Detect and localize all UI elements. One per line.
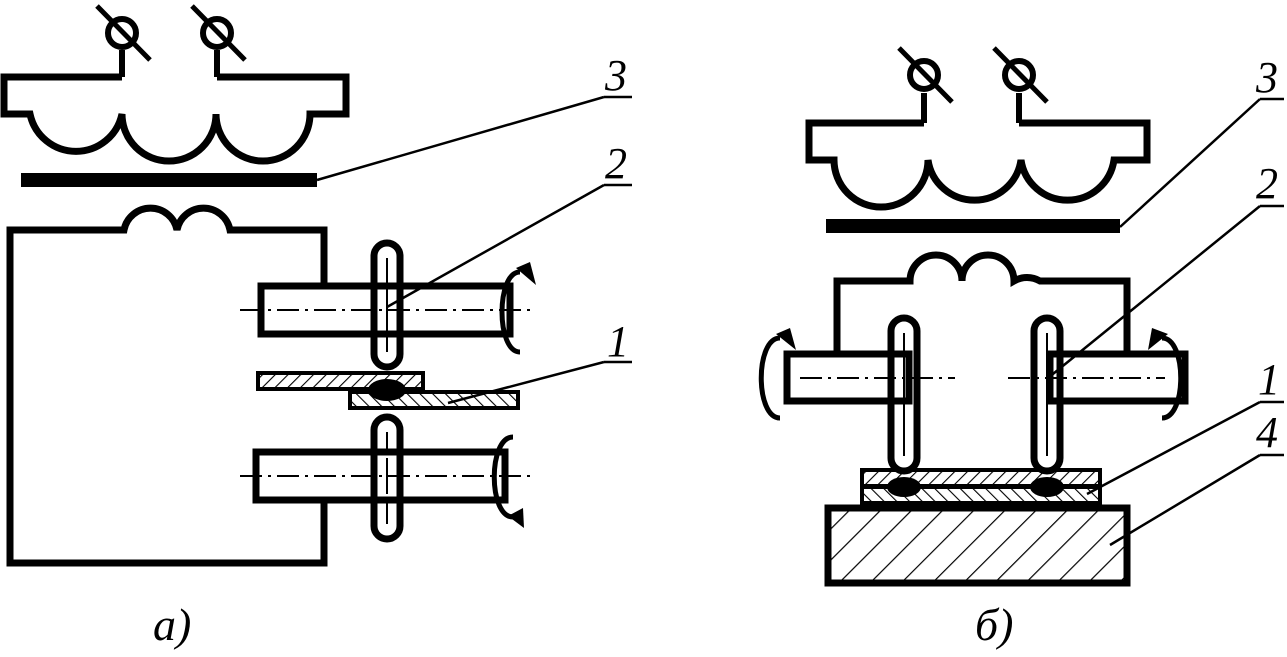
upper-roller-electrode [370, 239, 404, 371]
primary-winding [0, 73, 350, 165]
label-core: 3 [1255, 53, 1278, 102]
secondary-circuit [6, 204, 328, 567]
workpiece-sheets [256, 371, 520, 410]
scheme-a: 3 2 1 а) [0, 4, 632, 650]
transformer-core [826, 219, 1120, 233]
label-workpiece: 1 [1258, 355, 1280, 404]
label-workpiece: 1 [607, 317, 629, 366]
weld-nugget [887, 477, 921, 497]
weld-nugget [1030, 477, 1064, 497]
transformer-core [21, 173, 317, 187]
left-shaft [783, 350, 913, 405]
label-support: 4 [1256, 408, 1278, 457]
label-roller: 2 [1256, 159, 1278, 208]
secondary-circuit [833, 251, 1131, 354]
weld-nugget [368, 379, 406, 401]
terminal-icon [95, 4, 152, 77]
caption-a: а) [153, 599, 191, 650]
terminal-icon [897, 46, 954, 123]
scheme-b: 3 2 1 4 б) [758, 46, 1284, 650]
workpiece-sheets [860, 468, 1102, 505]
rotation-arrow-icon [758, 328, 796, 421]
rotation-arrow-icon [491, 434, 524, 528]
rotation-arrow-icon [499, 262, 536, 355]
caption-b: б) [975, 599, 1013, 650]
label-roller: 2 [605, 139, 627, 188]
terminal-icon [992, 46, 1049, 123]
rotation-arrow-icon [1148, 328, 1184, 421]
primary-winding [805, 119, 1151, 211]
label-core: 3 [604, 51, 627, 100]
terminal-icon [190, 4, 247, 77]
support-plate [824, 504, 1131, 587]
